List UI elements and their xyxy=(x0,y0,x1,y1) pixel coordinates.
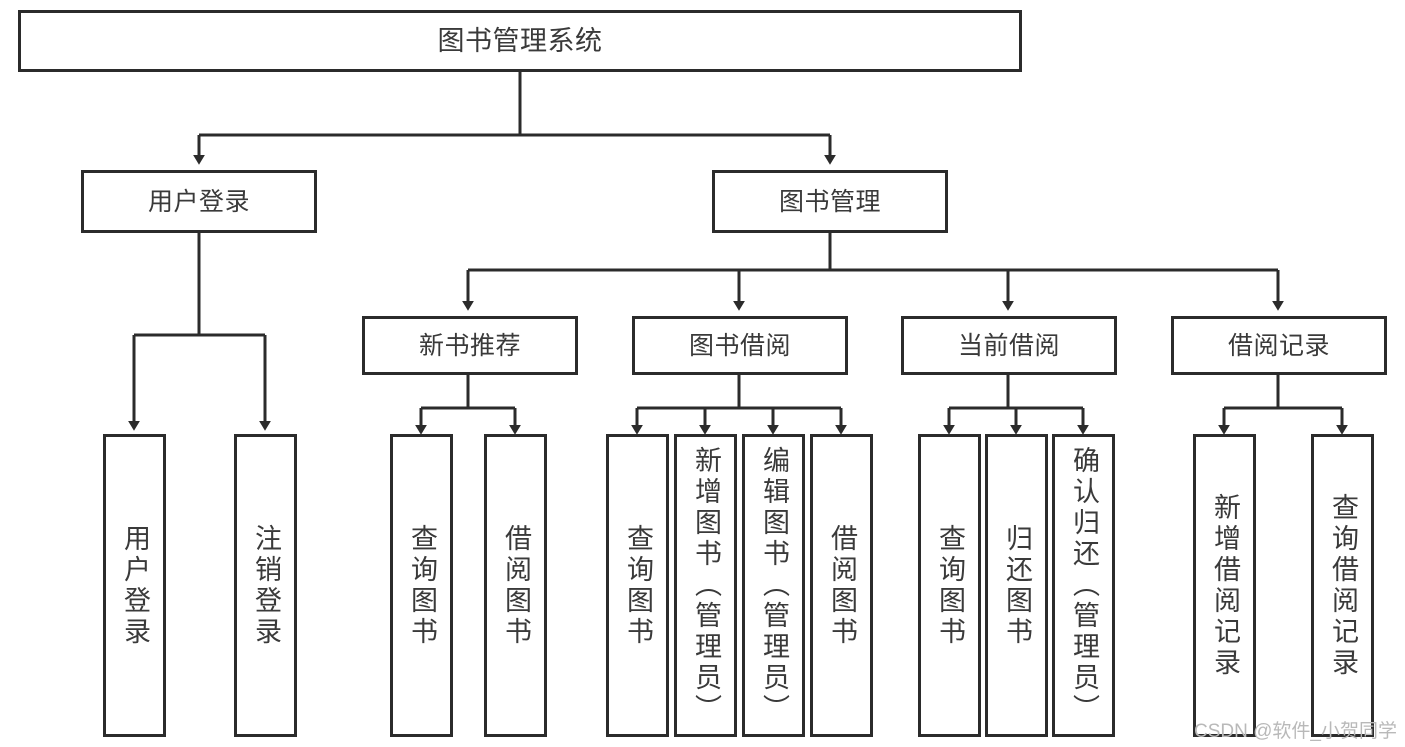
node-leaf-add-book[interactable]: 新增图书（管理员） xyxy=(674,434,737,737)
node-label: 图书管理系统 xyxy=(437,25,603,56)
node-book-borrow[interactable]: 图书借阅 xyxy=(632,316,848,375)
node-label: 用户登录 xyxy=(120,523,150,648)
node-book-manage[interactable]: 图书管理 xyxy=(712,170,948,233)
node-label: 借阅图书 xyxy=(501,523,531,648)
node-label: 查询借阅记录 xyxy=(1328,492,1358,679)
node-leaf-query-book-1[interactable]: 查询图书 xyxy=(390,434,453,737)
node-label: 图书借阅 xyxy=(688,331,791,360)
node-label: 查询图书 xyxy=(623,523,653,648)
node-label: 注销登录 xyxy=(251,523,281,648)
node-label: 用户登录 xyxy=(147,187,250,216)
node-label: 借阅图书 xyxy=(827,523,857,648)
node-leaf-query-record[interactable]: 查询借阅记录 xyxy=(1311,434,1374,737)
node-borrow-record[interactable]: 借阅记录 xyxy=(1171,316,1387,375)
node-label: 编辑图书（管理员） xyxy=(759,446,789,725)
node-leaf-return-book[interactable]: 归还图书 xyxy=(985,434,1048,737)
node-user-login[interactable]: 用户登录 xyxy=(81,170,317,233)
node-leaf-user-login[interactable]: 用户登录 xyxy=(103,434,166,737)
node-root-book-management-system[interactable]: 图书管理系统 xyxy=(18,10,1022,72)
node-leaf-logout-login[interactable]: 注销登录 xyxy=(234,434,297,737)
node-label: 借阅记录 xyxy=(1227,331,1330,360)
node-label: 归还图书 xyxy=(1002,523,1032,648)
node-label: 查询图书 xyxy=(407,523,437,648)
node-leaf-query-book-2[interactable]: 查询图书 xyxy=(606,434,669,737)
node-label: 查询图书 xyxy=(935,523,965,648)
node-new-book-recommend[interactable]: 新书推荐 xyxy=(362,316,578,375)
node-label: 新书推荐 xyxy=(418,331,521,360)
node-label: 新增图书（管理员） xyxy=(691,446,721,725)
node-label: 图书管理 xyxy=(778,187,881,216)
node-label: 确认归还（管理员） xyxy=(1069,446,1099,725)
node-leaf-add-record[interactable]: 新增借阅记录 xyxy=(1193,434,1256,737)
node-current-borrow[interactable]: 当前借阅 xyxy=(901,316,1117,375)
node-label: 当前借阅 xyxy=(957,331,1060,360)
node-leaf-borrow-book-1[interactable]: 借阅图书 xyxy=(484,434,547,737)
node-label: 新增借阅记录 xyxy=(1210,492,1240,679)
node-leaf-edit-book[interactable]: 编辑图书（管理员） xyxy=(742,434,805,737)
node-leaf-confirm-return[interactable]: 确认归还（管理员） xyxy=(1052,434,1115,737)
node-leaf-borrow-book-2[interactable]: 借阅图书 xyxy=(810,434,873,737)
node-leaf-query-book-3[interactable]: 查询图书 xyxy=(918,434,981,737)
